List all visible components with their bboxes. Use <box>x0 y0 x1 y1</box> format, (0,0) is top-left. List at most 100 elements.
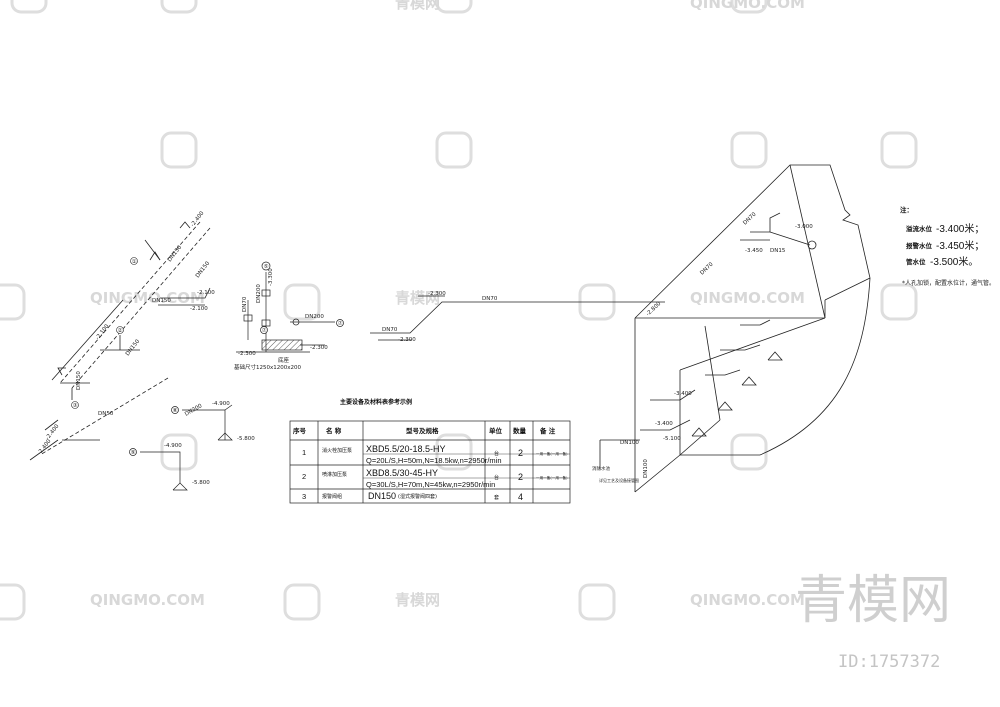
elevation-label: -4.900 <box>212 401 230 407</box>
table-cell-qty: 4 <box>518 492 523 502</box>
table-cell-qty: 2 <box>518 472 523 482</box>
pipe-size-label: DN50 <box>98 411 114 417</box>
pipe-size-label: DN150 <box>152 298 171 304</box>
table-cell-name: 报警阀组 <box>322 493 342 500</box>
elevation-label: -2.400 <box>190 210 206 228</box>
elevation-label: -2.300 <box>398 337 416 343</box>
pipe-size-label: DN150 <box>125 338 142 357</box>
pipe-size-label: DN150 <box>195 260 212 279</box>
marker-label: ⑦ <box>262 327 267 334</box>
marker-label: ② <box>118 327 123 334</box>
elevation-label: -3.000 <box>795 224 813 230</box>
elevation-label: -2.300 <box>428 291 446 297</box>
main-pipe-run <box>370 295 665 341</box>
notes-item-label: 溢流水位 <box>906 224 933 233</box>
watermark-id: ID:1757372 <box>838 652 940 672</box>
table-header: 备 注 <box>539 426 556 435</box>
table-cell-note: 一用一备(一用一备) <box>536 451 568 456</box>
left-isometric-labels: -2.400 DN150 -2.100 DN150 -2.100 DN150 -… <box>37 210 215 456</box>
valve-detail-labels: ⑤ DN70 DN200 -2.300 -2.300 ⑦ ⑦ DN200 -3.… <box>234 264 343 371</box>
pipe-size-label: DN200 <box>305 314 324 320</box>
table-title: 主要设备及材料表参考示例 <box>340 398 412 406</box>
table-cell-spec: Q=20L/S,H=50m,N=18.5kw,n=2950r/min <box>366 456 502 465</box>
watermark-brand-en: QINGMO.COM <box>690 591 805 609</box>
elevation-label: -2.400 <box>37 438 53 456</box>
watermark-brand-cn: 青模网 <box>395 591 440 609</box>
elevation-label: -3.300 <box>268 268 274 286</box>
notes-title: 注： <box>900 205 913 214</box>
watermark-brand-cn: 青模网 <box>395 0 440 12</box>
table-header: 序号 <box>292 426 307 435</box>
left-isometric-markers <box>71 257 138 409</box>
marker-label: ⑤ <box>264 264 269 270</box>
table-cell-unit: 套 <box>494 494 499 501</box>
pipe-size-label: DN100 <box>620 440 639 446</box>
watermark-brand-big: 青模网 <box>795 571 951 631</box>
table-cell-name: 喷淋加压泵 <box>322 471 347 478</box>
notes-item-label: 报警水位 <box>906 241 933 250</box>
tank-caption: 消防水池 <box>592 465 610 472</box>
table-cell-model: DN150 <box>368 491 396 501</box>
pipe-size-label: DN70 <box>242 296 248 312</box>
table-header: 名 称 <box>326 426 342 435</box>
elevation-label: -2.100 <box>95 323 111 341</box>
pipe-size-label: DN200 <box>256 284 262 303</box>
table-cell-no: 3 <box>302 492 306 501</box>
table-cell-note: 一用一备(一用一备) <box>536 475 568 480</box>
valve-detail <box>236 261 344 353</box>
watermark-brand-en: QINGMO.COM <box>90 289 205 307</box>
water-tank-labels: -3.000 DN70 -3.450 DN15 DN70 -2.800 -3.4… <box>592 211 813 483</box>
notes-extra: *人孔加锁，配置水位计，通气管。 <box>902 279 995 287</box>
table-cell-model: XBD8.5/30-45-HY <box>366 468 438 478</box>
marker-label: ③ <box>73 403 78 409</box>
foundation-note: 基础尺寸1250x1200x200 <box>234 363 302 371</box>
elevation-label: -5.800 <box>192 480 210 486</box>
notes-item-value: -3.400米； <box>936 222 984 235</box>
table-cell-unit: 台 <box>494 450 499 457</box>
pipe-size-label: DN150 <box>76 371 82 390</box>
notes-item-value: -3.450米； <box>936 239 984 252</box>
table-cell-name: 消火栓加压泵 <box>322 447 352 454</box>
elevation-label: -3.450 <box>745 248 763 254</box>
table-header: 型号及规格 <box>406 426 439 435</box>
pipe-size-label: DN70 <box>482 296 498 302</box>
watermark-brand-en: QINGMO.COM <box>90 591 205 609</box>
pipe-size-label: DN70 <box>742 211 758 226</box>
watermark-logo-icon <box>0 0 918 621</box>
table-cell-unit: 台 <box>494 474 499 481</box>
marker-label: ⑦ <box>338 320 343 327</box>
small-branches-labels: ⑧ DN200 -4.900 -5.800 -4.900 ⑨ -5.800 <box>131 401 256 486</box>
table-cell-spec: Q=30L/S,H=70m,N=45kw,n=2950r/min <box>366 480 495 489</box>
equipment-table: 主要设备及材料表参考示例 序号 名 称 型号及规格 单位 数量 备 注 1 消火… <box>289 398 571 504</box>
notes-item-value: -3.500米。 <box>930 255 978 268</box>
small-branches <box>129 404 233 491</box>
table-header: 数量 <box>513 426 527 435</box>
table-header: 单位 <box>489 426 503 435</box>
elevation-label: -4.900 <box>164 443 182 449</box>
main-pipe-run-labels: -2.300 DN70 DN70 -2.300 <box>382 291 498 343</box>
marker-label: ① <box>132 259 137 265</box>
elevation-label: -2.300 <box>238 351 256 357</box>
marker-label: ⑨ <box>131 449 136 456</box>
watermark-brand-en: QINGMO.COM <box>690 289 805 307</box>
elevation-label: -2.800 <box>645 301 662 318</box>
table-cell-model: XBD5.5/20-18.5-HY <box>366 444 446 454</box>
marker-label: ⑧ <box>173 408 178 414</box>
table-cell-qty: 2 <box>518 448 523 458</box>
pipe-size-label: DN150 <box>167 244 184 263</box>
elevation-label: -2.100 <box>190 306 208 312</box>
elevation-label: -3.400 <box>655 421 673 427</box>
pipe-size-label: DN15 <box>770 248 786 254</box>
watermark-brand-cn: 青模网 <box>395 289 440 307</box>
watermark-layer: QINGMO.COM 青模网 QINGMO.COM QINGMO.COM 青模网… <box>0 0 951 672</box>
foundation-caption: 底座 <box>278 356 290 364</box>
elevation-label: -5.800 <box>237 436 255 442</box>
elevation-label: -2.100 <box>197 290 215 296</box>
table-cell-spec: (湿式报警阀四套) <box>398 493 437 500</box>
tank-caption: 详见工艺及设备接管图 <box>599 477 639 483</box>
water-tank-isometric <box>599 164 871 493</box>
elevation-label: -2.300 <box>310 345 328 351</box>
notes-block: 注： 溢流水位 -3.400米； 报警水位 -3.450米； 管水位 -3.50… <box>900 205 995 287</box>
table-cell-no: 2 <box>302 472 306 481</box>
